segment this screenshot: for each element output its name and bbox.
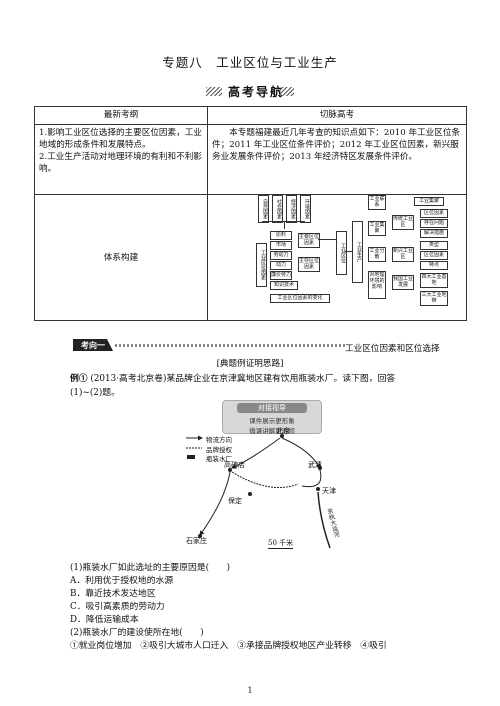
diagram-factor-1: 原料 [270, 231, 292, 240]
system-label: 体系构建 [34, 194, 208, 321]
dot-baoding [248, 492, 252, 496]
question-2: (2)瓶装水厂的建设使所在地( ) [70, 628, 204, 638]
diagram-r3-6: 区位因素 [420, 251, 448, 260]
section-bar: 考向一 [73, 339, 345, 351]
diagram-top-box-2: 社会因素 [272, 195, 283, 223]
diagram-r1-2: 工业集聚 [368, 221, 386, 236]
diagram-main-factor: 主要区位因素 [298, 233, 320, 248]
section-tag: 考向一 [73, 339, 113, 351]
example-header: [典题例证明思路] [216, 359, 284, 369]
question-1: (1)瓶装水厂如此选址的主要原因是( ) [70, 563, 231, 573]
diagram-bottom-box: 工业区位因素的变化 [270, 294, 330, 303]
diagram-r3-3: 存在问题 [420, 219, 448, 228]
route-to-shijiazhuang [199, 471, 231, 536]
diagram-r2-2: 新兴工业区 [392, 247, 414, 262]
syllabus-item-2: 2.工业生产活动对地理环境的有利和不利影响。 [39, 152, 202, 174]
map-figure: 对接视导 课件展示更形象 微课讲解更透彻 物流方向 品牌授权 瓶装水厂 北京 高… [170, 400, 370, 552]
diagram-r3-4: 解决措施 [420, 229, 448, 238]
city-wuqing: 武清 [308, 461, 322, 469]
dot-shijiazhuang [198, 534, 202, 538]
section-title: 工业区位因素和区位选择 [345, 344, 440, 354]
exam-cell: 本专题福建最近几年考查的知识点如下：2010 年工业区位条件；2011 年工业区… [207, 124, 467, 195]
diagram-factor-2: 市场 [270, 241, 292, 250]
map-svg [186, 434, 331, 549]
q2-options-line: ①就业岗位增加 ②吸引大城市人口迁入 ③承接品牌授权地区产业转移 ④吸引 [70, 641, 387, 651]
route-beijing-wuqing [281, 437, 321, 469]
q1-option-d: D．降低运输成本 [70, 615, 139, 625]
legend-factory: 瓶装水厂 [206, 455, 232, 463]
page-title: 专题八 工业区位与工业生产 [162, 55, 338, 70]
q1-option-b: B．靠近技术发达地区 [70, 589, 156, 599]
example-label: 例① [70, 374, 88, 384]
city-baoding: 保定 [228, 497, 242, 505]
diagram-r2-1: 传统工业区 [392, 215, 414, 230]
diagram-dominant-factor: 主导区位因素 [298, 257, 320, 272]
dot-wuqing [318, 466, 322, 470]
col2-header: 切脉高考 [207, 106, 467, 125]
dot-beijing [280, 434, 284, 438]
city-beijing: 北京 [276, 427, 290, 435]
hatch-left [206, 87, 222, 96]
diagram-factor-4: 动力 [270, 261, 292, 270]
route-beijing-gaobeidian [231, 437, 281, 469]
diagram-r3-1: 工业集聚 [414, 197, 444, 206]
map-banner-line1: 课件展示更形象 [249, 417, 295, 425]
q1-option-a: A．利用优于授权地的水源 [70, 576, 174, 586]
city-gaobeidian: 高碑店 [224, 461, 245, 469]
legend-license: 品牌授权 [206, 446, 232, 454]
diagram-factor-3: 劳动力 [270, 251, 292, 260]
diagram-top-box-4: 环境因素 [300, 195, 311, 223]
page-number: 1 [247, 686, 253, 695]
diagram-r3-9: 三大工业地带 [420, 291, 448, 306]
diagram-r1-1: 工业联系 [368, 195, 386, 210]
example-text: (2013·高考北京卷)某品牌企业在京津冀地区建有饮用瓶装水厂。读下图，回答 [90, 374, 396, 384]
diagram-r3-5: 类型 [420, 241, 448, 250]
guide-label: 高考导航 [228, 85, 285, 99]
diagram-r3-7: 特点 [420, 261, 448, 270]
city-tianjin: 天津 [322, 487, 336, 495]
q1-option-c: C．吸引高素质的劳动力 [70, 602, 165, 612]
syllabus-item-1: 1.影响工业区位选择的主要区位因素，工业地域的形成条件和发展特点。 [39, 128, 202, 150]
system-diagram: 自然因素 社会因素 经济因素 环境因素 工业区位因素 原料 市场 劳动力 动力 … [254, 191, 464, 312]
example-line-2: (1)~(2)题。 [70, 388, 120, 398]
hatch-right [278, 87, 294, 96]
diagram-r1-4: 对地理环境的影响 [368, 271, 386, 299]
example-line-1: 例① (2013·高考北京卷)某品牌企业在京津冀地区建有饮用瓶装水厂。读下图，回… [70, 371, 395, 384]
dot-tianjin [316, 487, 320, 491]
route-south [317, 491, 331, 549]
section-rule [115, 344, 345, 347]
diagram-r2-3: 我国工业发展 [392, 275, 414, 290]
diagram-factor-5: 廉价劳力 [270, 271, 292, 280]
col1-header: 最新考纲 [34, 106, 208, 125]
dot-gaobeidian [228, 468, 232, 472]
diagram-r1-3: 工业分散 [368, 247, 386, 262]
diagram-r3-2: 区位因素 [420, 209, 448, 218]
guide-heading: 高考导航 [206, 83, 294, 99]
syllabus-cell: 1.影响工业区位选择的主要区位因素，工业地域的形成条件和发展特点。 2.工业生产… [34, 124, 208, 195]
diagram-factor-6: 知识技术 [270, 281, 298, 290]
diagram-left-vertical: 工业区位因素 [256, 243, 267, 287]
diagram-top-box-1: 自然因素 [258, 195, 269, 223]
legend-factory-symbol [187, 455, 195, 459]
map-banner: 对接视导 课件展示更形象 微课讲解更透彻 [222, 400, 322, 435]
map-banner-title: 对接视导 [237, 403, 307, 413]
route-wuqing-tianjin [301, 469, 322, 488]
city-shijiazhuang: 石家庄 [186, 537, 207, 545]
legend-flow: 物流方向 [206, 436, 232, 444]
diagram-center-2: 工业生产 [352, 221, 363, 283]
route-gaobeidian-tianjin [231, 471, 299, 489]
exam-text: 本专题福建最近几年考查的知识点如下：2010 年工业区位条件；2011 年工业区… [212, 128, 461, 162]
map-banner-line2: 微课讲解更透彻 [249, 427, 295, 435]
diagram-top-box-3: 经济因素 [286, 195, 297, 223]
diagram-r3-8: 四大工业基地 [420, 273, 448, 288]
diagram-center-1: 工业区位 [336, 231, 347, 275]
map-scale: 50 千米 [268, 539, 294, 549]
